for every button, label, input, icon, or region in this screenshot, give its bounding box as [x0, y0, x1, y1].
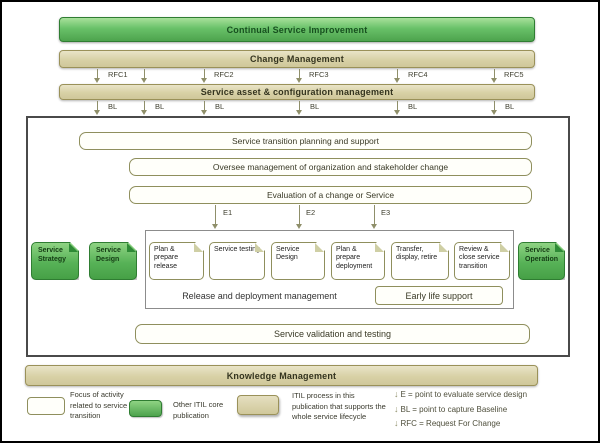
down-arrow-icon: ↓	[394, 404, 399, 414]
rfc-label: RFC4	[408, 70, 428, 79]
down-arrow-icon	[393, 101, 402, 115]
release-deployment-label: Release and deployment management	[182, 291, 337, 301]
legend-itil-process-text: ITIL process in this publication that su…	[292, 391, 386, 421]
down-arrow-icon	[490, 101, 499, 115]
rfc-label: RFC3	[309, 70, 329, 79]
down-arrow-icon	[295, 69, 304, 83]
down-arrow-icon	[490, 69, 499, 83]
legend-def-e-text: E = point to evaluate service design	[400, 390, 528, 399]
down-arrow-icon	[140, 101, 149, 115]
down-arrow-icon	[93, 69, 102, 83]
rfc-label: RFC2	[214, 70, 234, 79]
legend-white-box-icon	[27, 397, 65, 415]
down-arrow-icon: ↓	[394, 418, 399, 428]
bl-label: BL	[505, 102, 515, 111]
bl-label: BL	[408, 102, 418, 111]
down-arrow-icon	[393, 69, 402, 83]
down-arrow-icon	[140, 69, 149, 83]
change-management-bar: Change Management	[59, 50, 535, 68]
legend-def-e: ↓E = point to evaluate service design	[394, 389, 527, 399]
service-design-box: Service Design	[89, 242, 137, 280]
evaluation-box: Evaluation of a change or Service	[129, 186, 532, 204]
e-label: E1	[223, 208, 233, 217]
service-validation-testing-box: Service validation and testing	[135, 324, 530, 344]
continual-service-improvement-bar: Continual Service Improvement	[59, 17, 535, 42]
bl-label: BL	[215, 102, 225, 111]
legend-other-itil-text: Other ITIL core publication	[173, 400, 224, 420]
down-arrow-icon: ↓	[394, 389, 399, 399]
process-box-plan-prepare-deployment: Plan & prepare deployment	[331, 242, 385, 280]
legend-focus-text: Focus of activity related to service tra…	[70, 390, 128, 420]
service-asset-configuration-management-bar: Service asset & configuration management	[59, 84, 535, 100]
rfc-label: RFC5	[504, 70, 524, 79]
down-arrow-icon	[295, 101, 304, 115]
bl-label: BL	[108, 102, 118, 111]
knowledge-management-bar: Knowledge Management	[25, 365, 538, 386]
service-strategy-box: Service Strategy	[31, 242, 79, 280]
process-box-plan-prepare-release: Plan & prepare release	[149, 242, 204, 280]
bl-label: BL	[155, 102, 165, 111]
down-arrow-icon	[295, 205, 304, 229]
legend-def-rfc: ↓RFC = Request For Change	[394, 418, 500, 428]
legend-def-bl-text: BL = point to capture Baseline	[400, 405, 508, 414]
e-label: E2	[306, 208, 316, 217]
oversee-management-box: Oversee management of organization and s…	[129, 158, 532, 176]
legend-tan-box-icon	[237, 395, 279, 415]
bl-label: BL	[310, 102, 320, 111]
process-box-review-close-transition: Review & close service transition	[454, 242, 510, 280]
down-arrow-icon	[200, 69, 209, 83]
e-label: E3	[381, 208, 391, 217]
process-box-service-design: Service Design	[271, 242, 325, 280]
service-operation-box: Service Operation	[518, 242, 565, 280]
down-arrow-icon	[211, 205, 220, 229]
legend-def-bl: ↓BL = point to capture Baseline	[394, 404, 507, 414]
service-transition-planning-box: Service transition planning and support	[79, 132, 532, 150]
down-arrow-icon	[93, 101, 102, 115]
process-box-service-testing: Service testing	[209, 242, 265, 280]
down-arrow-icon	[370, 205, 379, 229]
legend-green-box-icon	[129, 400, 162, 417]
early-life-support-box: Early life support	[375, 286, 503, 305]
legend-def-rfc-text: RFC = Request For Change	[400, 419, 501, 428]
process-box-transfer-display-retire: Transfer, display, retire	[391, 242, 449, 280]
down-arrow-icon	[200, 101, 209, 115]
rfc-label: RFC1	[108, 70, 128, 79]
